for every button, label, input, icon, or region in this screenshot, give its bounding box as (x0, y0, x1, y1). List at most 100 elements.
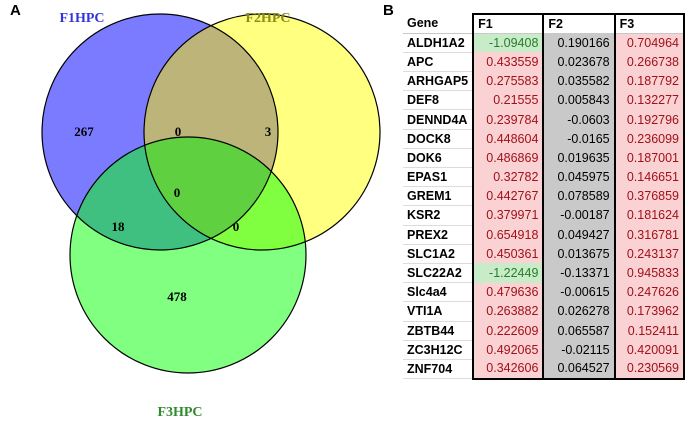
gene-cell: DOK6 (403, 148, 474, 169)
f3-cell: 0.230569 (614, 359, 685, 380)
f3-cell: 0.247626 (614, 282, 685, 302)
f1-cell: -1.09408 (472, 33, 545, 53)
f2-cell: 0.064527 (543, 359, 616, 380)
gene-cell: SLC22A2 (403, 263, 474, 284)
f3-cell: 0.945833 (614, 263, 685, 283)
f3-cell: 0.187792 (614, 71, 685, 91)
f3-cell: 0.420091 (614, 340, 685, 360)
header-f2: F2 (543, 12, 616, 34)
gene-cell: DENND4A (403, 109, 474, 130)
f3-cell: 0.704964 (614, 33, 685, 53)
count-f2-only: 3 (265, 124, 272, 139)
f1-cell: 0.379971 (472, 205, 545, 226)
f3-cell: 0.187001 (614, 148, 685, 168)
f1-cell: 0.442767 (472, 186, 545, 206)
f2-cell: 0.065587 (543, 321, 616, 341)
panel-a-letter: A (10, 2, 21, 19)
gene-cell: PREX2 (403, 225, 474, 245)
f1-cell: 0.486869 (472, 148, 545, 168)
count-f1-f2: 0 (175, 124, 182, 139)
f3-cell: 0.146651 (614, 167, 685, 187)
f1-cell: 0.239784 (472, 109, 545, 130)
f1-cell: 0.492065 (472, 340, 545, 360)
header-gene: Gene (403, 14, 474, 34)
f1-cell: 0.342606 (472, 359, 545, 380)
f1-cell: 0.263882 (472, 301, 545, 321)
f3hpc-label: F3HPC (157, 405, 202, 420)
f1-f2-f3-overlap (144, 137, 278, 250)
f3-cell: 0.192796 (614, 109, 685, 130)
gene-cell: ZNF704 (403, 359, 474, 380)
gene-cell: ALDH1A2 (403, 33, 474, 53)
f2hpc-label: F2HPC (245, 11, 290, 26)
f3-cell: 0.266738 (614, 52, 685, 72)
f2-cell: 0.049427 (543, 225, 616, 245)
panel-b-letter: B (383, 2, 394, 19)
f3-cell: 0.152411 (614, 321, 685, 341)
f2-cell: -0.13371 (543, 263, 616, 283)
f2-cell: 0.045975 (543, 167, 616, 187)
f1-cell: 0.450361 (472, 244, 545, 264)
f3-cell: 0.376859 (614, 186, 685, 206)
f2-cell: 0.190166 (543, 33, 616, 53)
gene-cell: GREM1 (403, 186, 474, 207)
gene-cell: ZBTB44 (403, 321, 474, 341)
venn-diagram: 267 3 0 0 18 0 478 F1HPC F2HPC F3HPC (41, 11, 381, 420)
f3-cell: 0.243137 (614, 244, 685, 264)
f2-cell: -0.00187 (543, 205, 616, 226)
gene-cell: DEF8 (403, 90, 474, 111)
f2-cell: 0.026278 (543, 301, 616, 321)
gene-cell: DOCK8 (403, 129, 474, 149)
count-f1-f3: 18 (112, 219, 126, 234)
f2-cell: -0.0603 (543, 109, 616, 130)
gene-cell: Slc4a4 (403, 282, 474, 303)
f1-cell: 0.222609 (472, 321, 545, 341)
f2-cell: 0.019635 (543, 148, 616, 168)
f2-cell: 0.013675 (543, 244, 616, 264)
gene-cell: KSR2 (403, 205, 474, 226)
f3-cell: 0.236099 (614, 129, 685, 149)
f1hpc-label: F1HPC (59, 11, 104, 26)
gene-cell: SLC1A2 (403, 244, 474, 264)
f1-cell: 0.433559 (472, 52, 545, 72)
f3-cell: 0.132277 (614, 90, 685, 110)
header-f1: F1 (472, 12, 545, 34)
f1-cell: 0.654918 (472, 225, 545, 245)
gene-cell: VTI1A (403, 301, 474, 322)
gene-cell: APC (403, 52, 474, 73)
count-f3-only: 478 (167, 289, 187, 304)
f2-cell: 0.035582 (543, 71, 616, 91)
f3-cell: 0.181624 (614, 205, 685, 226)
f2-cell: -0.00615 (543, 282, 616, 302)
table-header-row: Gene F1 F2 F3 (403, 12, 685, 34)
f2-cell: 0.005843 (543, 90, 616, 110)
f1-cell: 0.21555 (472, 90, 545, 110)
f1-cell: 0.32782 (472, 167, 545, 187)
f1-cell: 0.275583 (472, 71, 545, 91)
header-f3: F3 (614, 12, 685, 34)
f3-cell: 0.316781 (614, 225, 685, 245)
f2-cell: 0.078589 (543, 186, 616, 206)
f2-cell: -0.02115 (543, 340, 616, 360)
f1-cell: -1.22449 (472, 263, 545, 283)
